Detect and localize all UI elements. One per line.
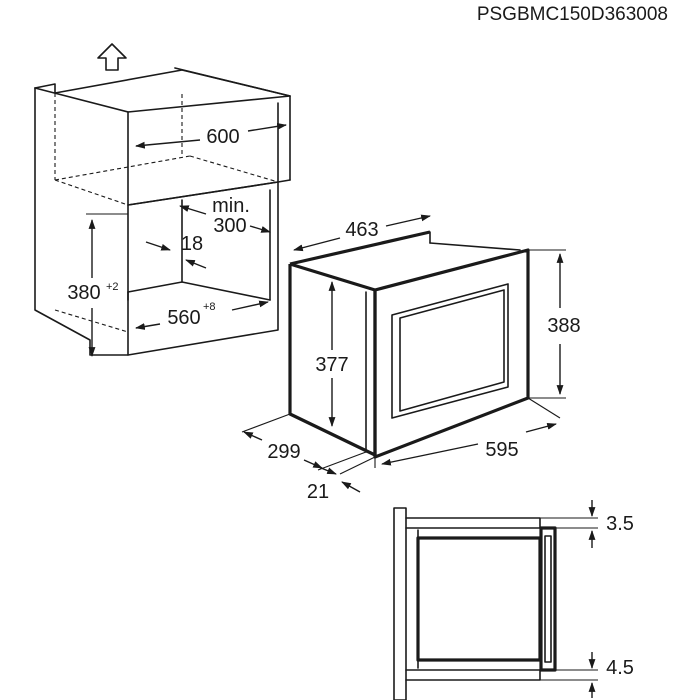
- cabinet-drawing: [34, 67, 291, 356]
- label-min: min.: [212, 195, 250, 217]
- dim-377: 377: [315, 281, 349, 427]
- label-388: 388: [547, 315, 580, 337]
- label-18: 18: [181, 233, 203, 255]
- dim-388: 388: [528, 249, 581, 399]
- dim-4-5: 4.5: [588, 652, 634, 698]
- label-21: 21: [307, 481, 329, 503]
- dim-18: 18: [145, 233, 207, 269]
- dim-299: 299: [241, 413, 367, 471]
- up-arrow-icon: [97, 43, 127, 71]
- product-code: PSGBMC150D363008: [477, 4, 668, 25]
- dim-21: 21: [307, 456, 376, 503]
- label-380-tol: +2: [106, 281, 119, 293]
- label-4-5: 4.5: [606, 657, 634, 679]
- dim-595: 595: [374, 397, 561, 468]
- dim-463: 463: [293, 214, 431, 252]
- label-560: 560: [167, 307, 200, 329]
- label-595: 595: [485, 439, 518, 461]
- dim-380: 380 +2: [67, 213, 128, 357]
- dim-3-5: 3.5: [588, 500, 634, 548]
- label-299: 299: [267, 441, 300, 463]
- label-463: 463: [345, 219, 378, 241]
- label-600: 600: [206, 126, 239, 148]
- appliance-drawing: [288, 230, 530, 459]
- dim-560: 560 +8: [135, 300, 269, 330]
- label-3-5: 3.5: [606, 513, 634, 535]
- section-drawing: [393, 507, 598, 700]
- label-380: 380: [67, 282, 100, 304]
- label-560-tol: +8: [203, 301, 216, 313]
- label-377: 377: [315, 354, 348, 376]
- label-300: 300: [213, 215, 246, 237]
- dim-min-300: min. 300: [179, 195, 271, 237]
- dim-600: 600: [135, 122, 287, 149]
